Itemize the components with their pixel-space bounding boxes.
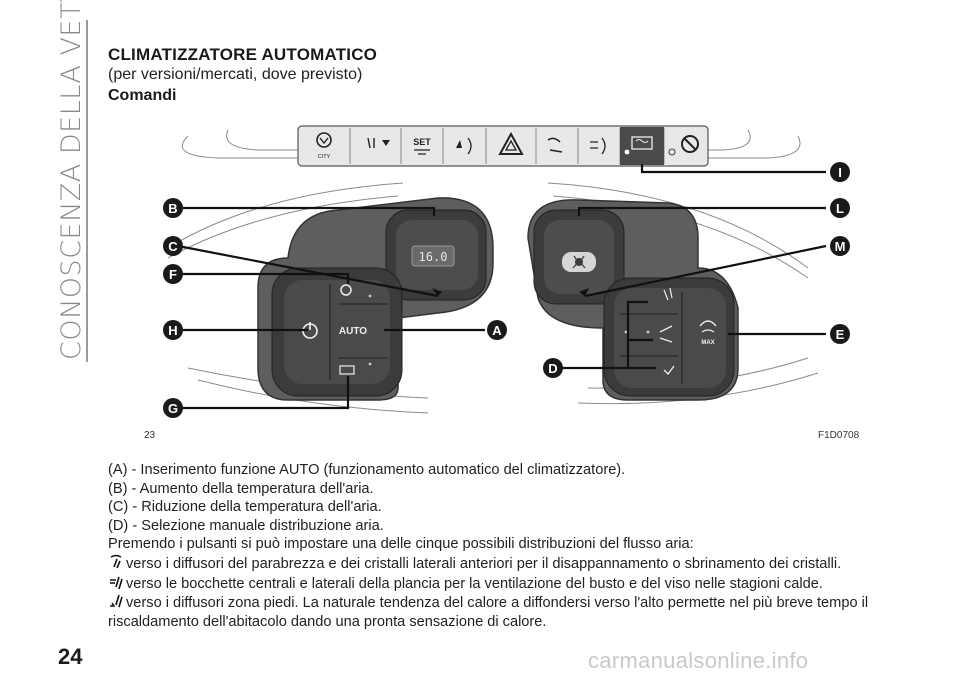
distribution-text: verso i diffusori zona piedi. La natural… [108, 595, 869, 630]
callout-a: A [487, 320, 507, 340]
callout-d: D [543, 358, 563, 378]
callout-g: G [163, 398, 183, 418]
item-b: (B) - Aumento della temperatura dell'ari… [108, 480, 374, 497]
distribution-text: verso i diffusori del parabrezza e dei c… [126, 555, 842, 572]
callout-b: B [163, 198, 183, 218]
face-vent-icon [110, 576, 123, 589]
callout-f: F [163, 264, 183, 284]
svg-text:F: F [169, 267, 177, 282]
distribution-foot: verso i diffusori zona piedi. La natural… [108, 593, 928, 631]
watermark: carmanualsonline.info [588, 648, 809, 673]
callout-h: H [163, 320, 183, 340]
temperature-display: 16.0 [419, 250, 448, 264]
callout-m: M [830, 236, 850, 256]
auto-label: AUTO [339, 326, 367, 337]
svg-text:L: L [836, 201, 844, 216]
svg-text:G: G [168, 401, 178, 416]
svg-text:D: D [548, 361, 557, 376]
distribution-face: verso le bocchette centrali e laterali d… [108, 574, 928, 594]
svg-text:M: M [835, 239, 846, 254]
page-subtitle: (per versioni/mercati, dove previsto) [108, 66, 363, 83]
callout-l: L [830, 198, 850, 218]
city-label: CITY [318, 154, 331, 160]
distribution-windshield: verso i diffusori del parabrezza e dei c… [108, 554, 928, 574]
set-label: SET [413, 137, 431, 147]
svg-text:C: C [168, 239, 178, 254]
callout-c: C [163, 236, 183, 256]
svg-text:A: A [492, 323, 502, 338]
item-c: (C) - Riduzione della temperatura dell'a… [108, 499, 382, 516]
foot-vent-icon [110, 594, 123, 608]
description: (A) - Inserimento funzione AUTO (funzion… [108, 461, 928, 631]
temperature-control: 16.0 AUTO [257, 197, 494, 401]
page-number: 24 [58, 644, 83, 669]
windshield-vent-icon [110, 554, 122, 569]
page-title: CLIMATIZZATORE AUTOMATICO [108, 45, 378, 64]
callout-e: E [830, 324, 850, 344]
callout-i: I [830, 162, 850, 182]
figure-number: 23 [144, 430, 156, 441]
section-heading: Comandi [108, 87, 177, 104]
climate-control-figure: CITY SET 16.0 [163, 125, 850, 418]
figure-code: F1D0708 [818, 430, 860, 441]
distribution-intro: Premendo i pulsanti si può impostare una… [108, 536, 694, 553]
side-divider [86, 20, 88, 362]
item-a: (A) - Inserimento funzione AUTO (funzion… [108, 462, 626, 478]
distribution-text: verso le bocchette centrali e laterali d… [126, 575, 823, 592]
fan-distribution-control: MAX [527, 199, 739, 401]
svg-text:E: E [836, 327, 845, 342]
max-label: MAX [701, 340, 714, 346]
item-d: (D) - Selezione manuale distribuzione ar… [108, 517, 384, 534]
top-button-strip: CITY SET [297, 125, 709, 167]
svg-text:I: I [838, 165, 842, 180]
svg-text:H: H [168, 323, 177, 338]
svg-text:B: B [168, 201, 177, 216]
